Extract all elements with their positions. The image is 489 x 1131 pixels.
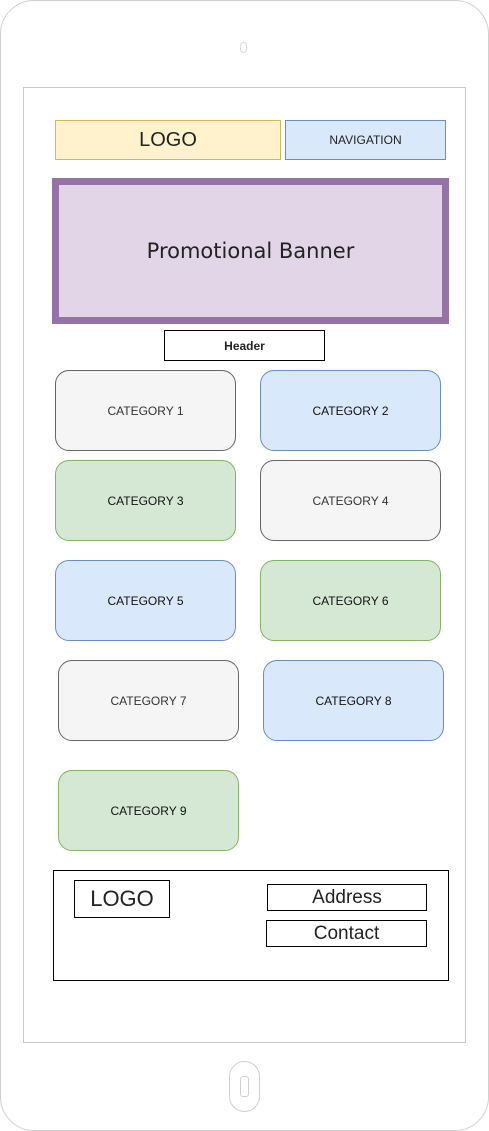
section-header: Header xyxy=(164,330,325,361)
category-9-button[interactable]: CATEGORY 9 xyxy=(58,770,239,851)
category-7-button[interactable]: CATEGORY 7 xyxy=(58,660,239,741)
camera-icon xyxy=(240,42,247,53)
home-icon xyxy=(240,1076,249,1097)
promotional-banner[interactable]: Promotional Banner xyxy=(52,178,449,324)
category-3-button[interactable]: CATEGORY 3 xyxy=(55,460,236,541)
navigation-button[interactable]: NAVIGATION xyxy=(285,120,446,160)
category-1-button[interactable]: CATEGORY 1 xyxy=(55,370,236,451)
category-2-button[interactable]: CATEGORY 2 xyxy=(260,370,441,451)
category-8-button[interactable]: CATEGORY 8 xyxy=(263,660,444,741)
footer-logo[interactable]: LOGO xyxy=(74,880,170,918)
category-6-button[interactable]: CATEGORY 6 xyxy=(260,560,441,641)
category-5-button[interactable]: CATEGORY 5 xyxy=(55,560,236,641)
footer xyxy=(53,870,449,981)
category-4-button[interactable]: CATEGORY 4 xyxy=(260,460,441,541)
home-button[interactable] xyxy=(229,1061,260,1112)
footer-contact-link[interactable]: Contact xyxy=(266,920,427,947)
header-logo[interactable]: LOGO xyxy=(55,120,281,160)
footer-address-link[interactable]: Address xyxy=(267,884,427,911)
